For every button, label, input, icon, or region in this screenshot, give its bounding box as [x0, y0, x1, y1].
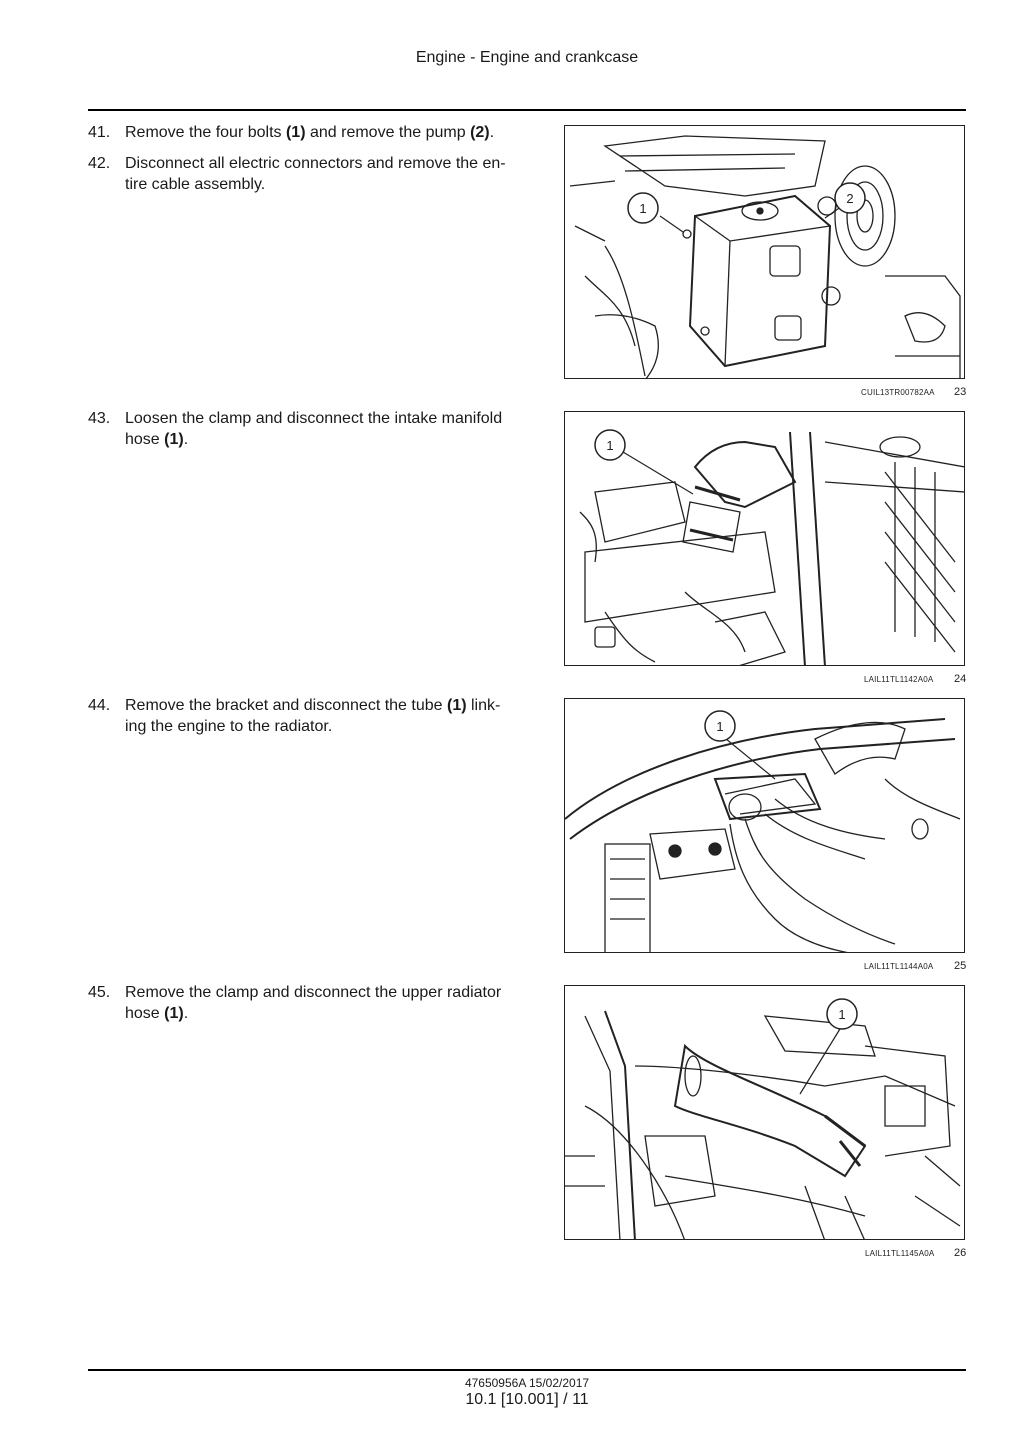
- figure-number: 24: [954, 673, 967, 685]
- step-42: 42. Disconnect all electric connectors a…: [88, 153, 528, 195]
- step-number: 42.: [88, 155, 111, 172]
- svg-text:1: 1: [606, 438, 613, 453]
- step-text: Remove the bracket and disconnect the tu…: [125, 697, 501, 735]
- figure-code: LAIL11TL1145A0A: [865, 1249, 935, 1258]
- step-43: 43. Loosen the clamp and disconnect the …: [88, 408, 528, 450]
- svg-text:2: 2: [846, 191, 853, 206]
- footer-document-id: 47650956A 15/02/2017: [464, 1376, 590, 1390]
- step-text: Remove the four bolts (1) and remove the…: [125, 124, 495, 141]
- step-45: 45. Remove the clamp and disconnect the …: [88, 982, 528, 1024]
- figure-pump-removal: 1 2: [564, 125, 965, 379]
- step-44: 44. Remove the bracket and disconnect th…: [88, 695, 528, 737]
- svg-text:1: 1: [716, 719, 723, 734]
- step-number: 41.: [88, 124, 111, 141]
- upper-radiator-hose-illustration: 1: [565, 998, 961, 1239]
- pump-illustration: 1 2: [569, 135, 961, 378]
- step-number: 43.: [88, 410, 111, 427]
- svg-text:1: 1: [838, 1007, 845, 1022]
- figure-code: LAIL11TL1144A0A: [864, 962, 934, 971]
- footer-rule: [88, 1369, 966, 1371]
- step-text: Remove the clamp and disconnect the uppe…: [125, 984, 502, 1022]
- callout-2-icon: 2: [834, 182, 866, 214]
- figure-radiator-tube: 1: [564, 698, 965, 953]
- figure-code: CUIL13TR00782AA: [861, 388, 935, 397]
- callout-1-icon: 1: [627, 192, 659, 224]
- figure-code: LAIL11TL1142A0A: [864, 675, 934, 684]
- figure-number: 23: [954, 386, 967, 398]
- callout-1-icon: 1: [594, 429, 626, 461]
- step-text: Loosen the clamp and disconnect the inta…: [125, 410, 503, 448]
- intake-hose-illustration: 1: [579, 429, 964, 665]
- footer-page-number: 10.1 [10.001] / 11: [465, 1391, 589, 1408]
- figure-intake-hose: 1: [564, 411, 965, 666]
- page-header: Engine - Engine and crankcase: [415, 49, 639, 66]
- figure-number: 26: [954, 1247, 967, 1259]
- step-number: 45.: [88, 984, 111, 1001]
- header-rule: [88, 109, 966, 111]
- svg-text:1: 1: [639, 201, 646, 216]
- step-number: 44.: [88, 697, 111, 714]
- radiator-tube-illustration: 1: [565, 710, 961, 952]
- figure-number: 25: [954, 960, 967, 972]
- callout-1-icon: 1: [704, 710, 736, 742]
- step-text: Disconnect all electric connectors and r…: [125, 155, 506, 193]
- callout-1-icon: 1: [826, 998, 858, 1030]
- step-41: 41. Remove the four bolts (1) and remove…: [88, 122, 528, 143]
- figure-upper-radiator-hose: 1: [564, 985, 965, 1240]
